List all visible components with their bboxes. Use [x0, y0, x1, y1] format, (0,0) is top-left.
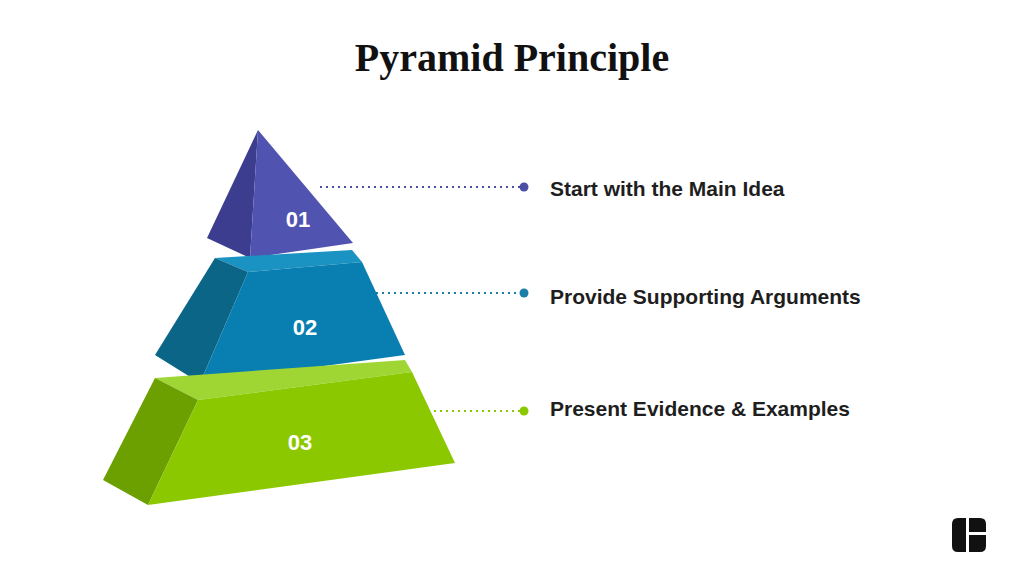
- leader-line: [320, 186, 523, 188]
- logo-part: [969, 518, 986, 532]
- pyramid-tier: 01: [207, 130, 353, 258]
- tier-face: [207, 130, 258, 258]
- tier-shape: [103, 360, 455, 505]
- tier-description: Start with the Main Idea: [550, 176, 990, 202]
- tier-number: 01: [286, 207, 310, 233]
- leader-dot: [520, 289, 529, 298]
- tier-description: Present Evidence & Examples: [550, 396, 990, 422]
- logo-part: [952, 518, 966, 552]
- leader-line: [370, 292, 523, 294]
- tier-description: Provide Supporting Arguments: [550, 284, 990, 310]
- leader-dot: [520, 407, 529, 416]
- logo-part: [969, 535, 986, 552]
- pyramid-tier: 03: [103, 360, 455, 505]
- leader-line: [428, 410, 523, 412]
- tier-number: 03: [288, 430, 312, 456]
- diagram-title: Pyramid Principle: [0, 34, 1024, 82]
- tier-face: [148, 372, 455, 505]
- leader-dot: [520, 183, 529, 192]
- tier-number: 02: [293, 315, 317, 341]
- tier-shape: [207, 130, 353, 258]
- logo-mark: [952, 518, 986, 552]
- tier-face: [250, 130, 353, 258]
